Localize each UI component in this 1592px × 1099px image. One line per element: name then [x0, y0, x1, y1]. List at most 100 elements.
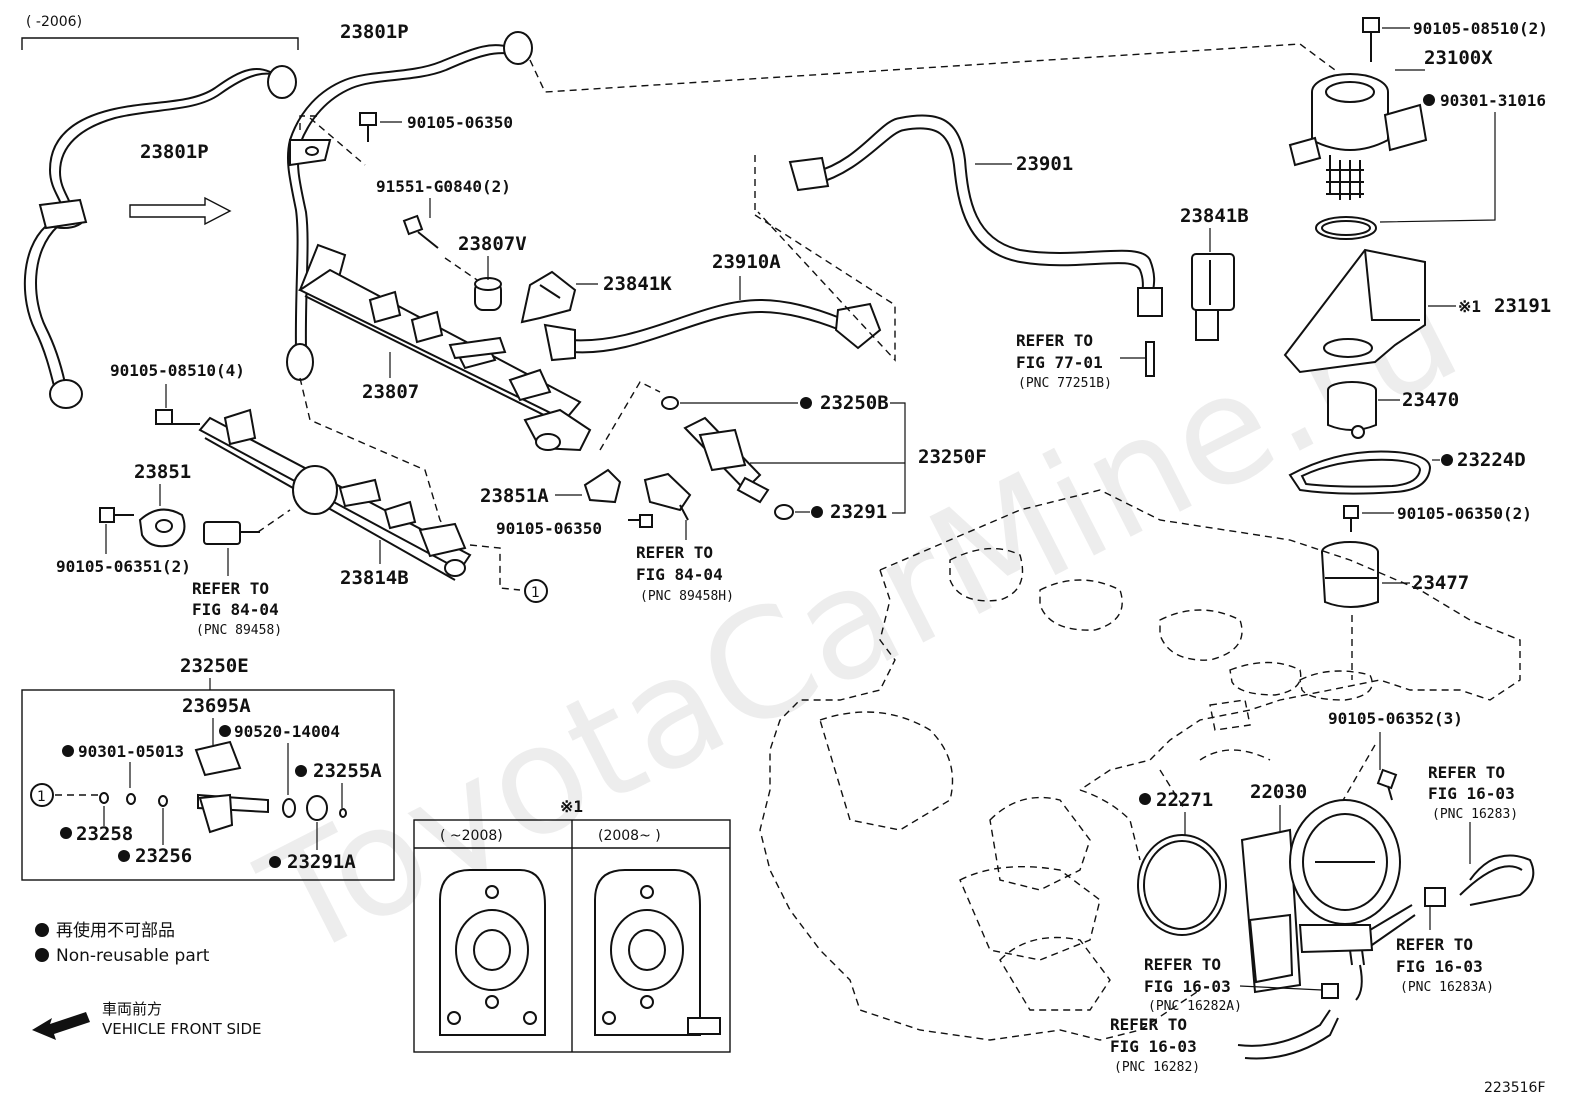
bolt-90105-06351: [99, 507, 134, 523]
inset-mark: ※1: [560, 797, 583, 816]
svg-text:(PNC 16282A): (PNC 16282A): [1148, 999, 1242, 1014]
bolt-90105-06350-mid: [628, 514, 653, 528]
label-23851A: 23851A: [480, 485, 549, 507]
svg-text:FIG 16-03: FIG 16-03: [1428, 784, 1515, 803]
non-reusable-dot: [800, 397, 812, 409]
label-23807: 23807: [362, 381, 419, 403]
svg-text:REFER TO: REFER TO: [1144, 955, 1221, 974]
label-23291: 23291: [830, 501, 887, 523]
date-range-bracket: ( -2006): [21, 14, 299, 50]
label-23100X: 23100X: [1424, 47, 1493, 69]
bolt-90105-06350-top: [359, 112, 377, 142]
label-23695A: 23695A: [182, 695, 251, 717]
inset-right-header: (2008~ ): [598, 828, 661, 844]
label-23807V: 23807V: [458, 233, 527, 255]
legend-front-en: VEHICLE FRONT SIDE: [102, 1020, 262, 1038]
non-reusable-dot: [811, 506, 823, 518]
label-90105-08510-2: 90105-08510(2): [1413, 19, 1548, 38]
svg-text:(PNC 16282): (PNC 16282): [1114, 1060, 1200, 1075]
bracket-new-inset: [594, 869, 721, 1036]
svg-text:FIG 84-04: FIG 84-04: [192, 600, 279, 619]
svg-text:1: 1: [531, 585, 540, 601]
injector-23250F: [683, 416, 770, 504]
svg-text:(PNC 77251B): (PNC 77251B): [1018, 376, 1112, 391]
bracket-23191: [1283, 248, 1426, 374]
svg-text:REFER TO: REFER TO: [1016, 331, 1093, 350]
legend: 再使用不可部品 Non-reusable part 車両前方 VEHICLE F…: [32, 920, 262, 1040]
oring-23250B: [661, 396, 679, 410]
legend-front-jp: 車両前方: [102, 1000, 162, 1018]
ref-16-03-d: REFER TO FIG 16-03 (PNC 16282): [1110, 1015, 1200, 1075]
label-90105-06350-top: 90105-06350: [407, 113, 513, 132]
sensor-89458H: [643, 472, 692, 521]
engine-outline: [759, 489, 1521, 1041]
non-reusable-dot: [295, 765, 307, 777]
pump-23100X: [1288, 73, 1428, 200]
label-90105-08510-4: 90105-08510(4): [110, 361, 245, 380]
non-reusable-dot: [269, 856, 281, 868]
hose-23910A: [543, 298, 882, 362]
non-reusable-dot: [1139, 793, 1151, 805]
label-23258: 23258: [76, 823, 133, 845]
sensor-fig-84-04: [203, 521, 260, 545]
label-23470: 23470: [1402, 389, 1459, 411]
label-90105-06350-mid: 90105-06350: [496, 519, 602, 538]
label-22030: 22030: [1250, 781, 1307, 803]
legend-non-reusable-jp: 再使用不可部品: [56, 920, 175, 941]
assembly-arrow: [129, 196, 232, 226]
inset-left-header: ( ~2008): [440, 828, 503, 844]
label-23477: 23477: [1412, 572, 1469, 594]
fitting-16282A: [1321, 983, 1339, 999]
oring-pump: [1315, 216, 1377, 240]
throttle-body-22030: [1240, 799, 1416, 1001]
legend-non-reusable-en: Non-reusable part: [56, 946, 210, 966]
gasket-22271: [1137, 834, 1227, 936]
non-reusable-dot: [62, 745, 74, 757]
label-90520-14004: 90520-14004: [234, 722, 340, 741]
seal-23291: [774, 504, 794, 520]
svg-text:FIG 77-01: FIG 77-01: [1016, 353, 1103, 372]
svg-text:FIG 84-04: FIG 84-04: [636, 565, 723, 584]
injector-kit-parts: [99, 740, 347, 834]
svg-text:(PNC 89458): (PNC 89458): [196, 623, 282, 638]
label-23801P-top: 23801P: [340, 21, 409, 43]
ref-77-01: REFER TO FIG 77-01 (PNC 77251B): [1016, 331, 1155, 391]
figure-code: 223516F: [1484, 1080, 1546, 1096]
sensor-23841B: [1191, 253, 1235, 341]
hose-16282: [1237, 1009, 1339, 1060]
fuel-pipe-old: [23, 65, 297, 409]
svg-text:REFER TO: REFER TO: [1110, 1015, 1187, 1034]
svg-text:(PNC 16283A): (PNC 16283A): [1400, 980, 1494, 995]
front-arrow-icon: [32, 1012, 90, 1040]
bolt-90105-06350-2: [1343, 505, 1359, 532]
ref-16-03-a: REFER TO FIG 16-03 (PNC 16283): [1428, 763, 1518, 822]
svg-text:REFER TO: REFER TO: [1396, 935, 1473, 954]
fuel-rail-23807: [297, 243, 592, 452]
label-23901: 23901: [1016, 153, 1073, 175]
svg-text:(PNC 89458H): (PNC 89458H): [640, 589, 734, 604]
circle-ref-1-right: [524, 579, 548, 603]
ref-16-03-c: REFER TO FIG 16-03 (PNC 16282A): [1144, 955, 1242, 1014]
label-90105-06351: 90105-06351(2): [56, 557, 191, 576]
date-range-label: ( -2006): [26, 14, 82, 30]
label-23191-mark: ※1: [1458, 297, 1481, 316]
label-23841K: 23841K: [603, 273, 672, 295]
label-23910A: 23910A: [712, 251, 781, 273]
svg-text:FIG 16-03: FIG 16-03: [1110, 1037, 1197, 1056]
svg-text:REFER TO: REFER TO: [636, 543, 713, 562]
circle-ref-1-left: [30, 783, 54, 807]
bolt-90105-08510-2: [1362, 17, 1380, 62]
label-23851: 23851: [134, 461, 191, 483]
hose-16283: [1424, 854, 1535, 907]
label-22271: 22271: [1156, 789, 1213, 811]
hose-23901: [788, 114, 1163, 317]
bolt-90105-08510-4: [155, 409, 200, 425]
seal-90301-31016-icon: [1423, 94, 1435, 106]
label-23801P-left: 23801P: [140, 141, 209, 163]
label-90105-06352: 90105-06352(3): [1328, 709, 1463, 728]
clamp-23851A: [583, 468, 622, 504]
svg-text:(PNC 16283): (PNC 16283): [1432, 807, 1518, 822]
injector-kit-box: [21, 689, 395, 881]
non-reusable-dot: [219, 725, 231, 737]
